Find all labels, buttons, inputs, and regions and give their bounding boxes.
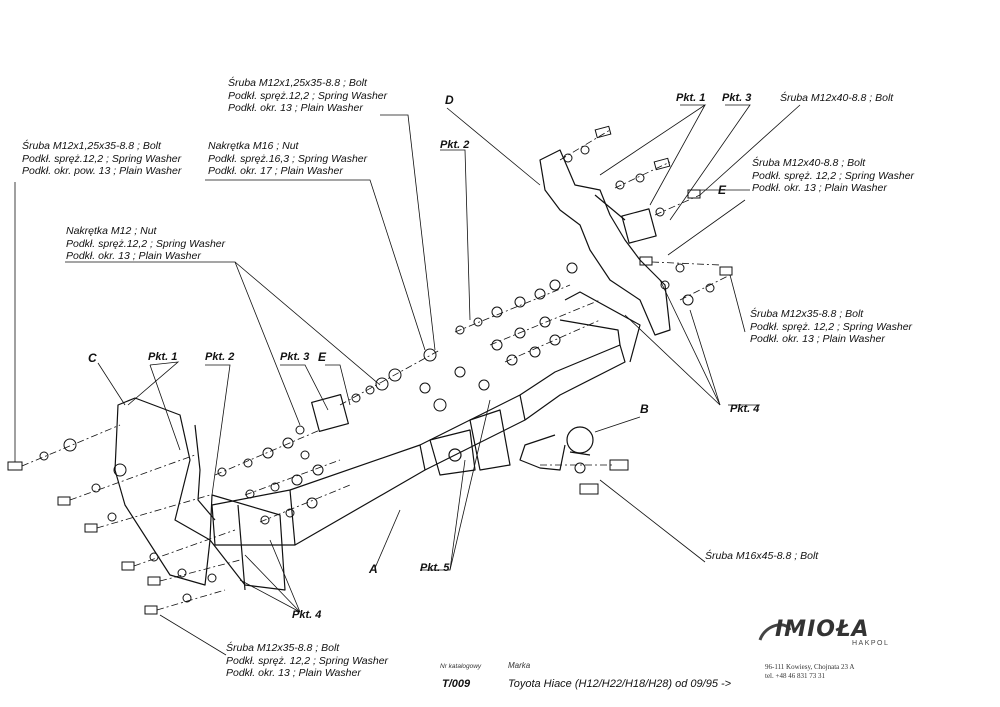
callout-nut-m12: Nakrętka M12 ; Nut Podkł. spręż.12,2 ; S… [66,225,226,262]
label-pkt3-left: Pkt. 3 [280,351,310,363]
crossbar-beam [211,291,641,546]
bolt-left-6 [144,593,192,615]
company-logo-sub: HAKPOL [852,640,890,647]
label-pkt2-left: Pkt. 2 [205,351,235,363]
bolt-left-3 [84,512,117,533]
callout-bolt-m12x40-right: Śruba M12x40-8.8 ; Bolt Podkł. spręż. 12… [752,157,915,194]
callout-bolt-m12x40-top: Śruba M12x40-8.8 ; Bolt [780,92,894,104]
right-bracket-plate [539,149,671,336]
bolt-left-4 [121,552,159,571]
bolt-left-2 [57,463,127,506]
catalog-number: T/009 [442,678,471,690]
tow-ball [519,426,594,471]
make-label: Marka [508,661,531,670]
leader-lines [14,104,801,656]
part-letter-a: A [369,562,378,576]
callout-bolt-m12x35-right: Śruba M12x35-8.8 ; Bolt Podkł. spręż. 12… [750,308,913,345]
company-logo: IMIOŁA [775,617,870,642]
small-plate-e-left [311,394,349,432]
part-letter-d: D [445,93,454,107]
part-letter-c: C [88,351,97,365]
callout-top-bolt: Śruba M12x1,25x35-8.8 ; Bolt Podkł. sprę… [228,77,388,114]
label-pkt1-top: Pkt. 1 [676,92,706,104]
part-letter-e-right: E [718,183,727,197]
bolts-bracket-d [563,125,733,306]
callout-bolt-m12x35-bottom: Śruba M12x35-8.8 ; Bolt Podkł. spręż. 12… [226,642,389,679]
callout-nut-m16: Nakrętka M16 ; Nut Podkł. spręż.16,3 ; S… [208,140,368,177]
nuts-mid [217,425,324,525]
label-pkt4-bottom: Pkt. 4 [292,609,322,621]
nuts-right [455,262,578,366]
label-pkt2-top: Pkt. 2 [440,139,470,151]
fasteners [7,125,733,615]
assembly-axes [21,129,731,611]
company-address: 96-111 Kowiesy, Chojnata 23 A tel. +48 4… [765,663,855,680]
left-bracket-plate [114,397,216,586]
vehicle-model: Toyota Hiace (H12/H22/H18/H28) od 09/95 … [508,678,732,690]
callout-left-bolt: Śruba M12x1,25x35-8.8 ; Bolt Podkł. sprę… [22,140,182,177]
callout-bolt-m16: Śruba M16x45-8.8 ; Bolt [705,550,819,562]
part-letter-b: B [640,402,649,416]
catalog-number-label: Nr katalogowy [440,663,482,670]
part-letter-e-left: E [318,350,327,364]
small-plate-e-right [621,208,657,244]
nuts-center [351,348,490,412]
label-pkt4-right: Pkt. 4 [730,403,760,415]
label-pkt3-top: Pkt. 3 [722,92,752,104]
bolt-left-5 [147,568,217,586]
socket-plate [429,409,511,476]
label-pkt5: Pkt. 5 [420,562,450,574]
logo-swoosh [758,623,792,641]
label-pkt1-left: Pkt. 1 [148,351,178,363]
bolt-left-1 [7,438,77,471]
front-flange-plate [209,494,286,591]
